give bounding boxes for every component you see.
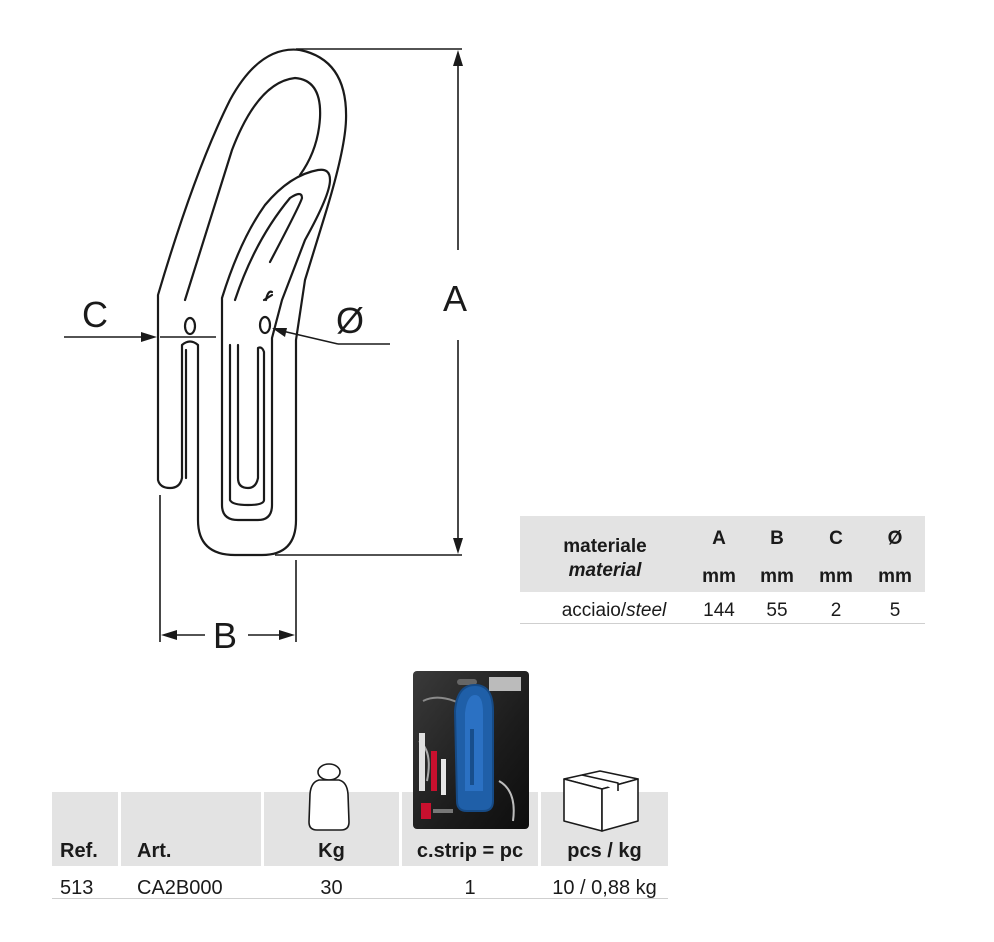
dimension-c-label: C — [82, 294, 108, 335]
spec-col-b: B — [770, 528, 784, 549]
spec-row-material: acciaio/steel — [534, 600, 694, 622]
row-kg: 30 — [320, 877, 343, 899]
spec-value-b: 55 — [766, 600, 788, 621]
material-it: acciaio/ — [561, 600, 627, 621]
spec-col-a-unit: mm — [702, 566, 736, 587]
product-table-rule — [52, 898, 668, 899]
material-en: steel — [626, 600, 667, 621]
material-label: materiale — [563, 536, 647, 557]
spec-col-b-unit: mm — [760, 566, 794, 587]
row-pcs: 10 / 0,88 kg — [552, 877, 657, 899]
spec-col-c: C — [829, 528, 843, 549]
row-strip: 1 — [464, 877, 476, 899]
header-ref: Ref. — [60, 840, 98, 862]
hook-inner-arm — [220, 168, 332, 522]
header-art: Art. — [137, 840, 172, 862]
spec-table-header — [520, 516, 925, 592]
box-icon — [563, 770, 639, 832]
header-cell-ref — [52, 792, 118, 866]
header-strip: c.strip = pc — [416, 840, 524, 862]
spec-col-a: A — [712, 528, 726, 549]
header-cell-art — [121, 792, 261, 866]
dimension-b-label: B — [213, 615, 237, 656]
spec-value-a: 144 — [703, 600, 735, 621]
blister-package-image — [413, 671, 529, 829]
spec-col-diameter: Ø — [887, 528, 903, 549]
spec-table-rule — [520, 623, 925, 624]
dimension-diameter-label: Ø — [336, 300, 364, 341]
spec-value-diameter: 5 — [889, 600, 901, 621]
weight-icon — [308, 763, 350, 831]
material-label-en: material — [568, 560, 642, 581]
header-pcs: pcs / kg — [567, 840, 642, 862]
hook-technical-drawing: A B C Ø — [64, 48, 467, 656]
row-ref: 513 — [60, 877, 94, 899]
header-kg: Kg — [318, 840, 345, 862]
spec-value-c: 2 — [830, 600, 842, 621]
dimension-a-label: A — [443, 278, 467, 319]
hook-outline — [156, 48, 348, 557]
hook-inner-loop — [183, 76, 322, 302]
row-art: CA2B000 — [137, 877, 223, 899]
spec-col-c-unit: mm — [819, 566, 853, 587]
spec-col-diameter-unit: mm — [878, 566, 912, 587]
